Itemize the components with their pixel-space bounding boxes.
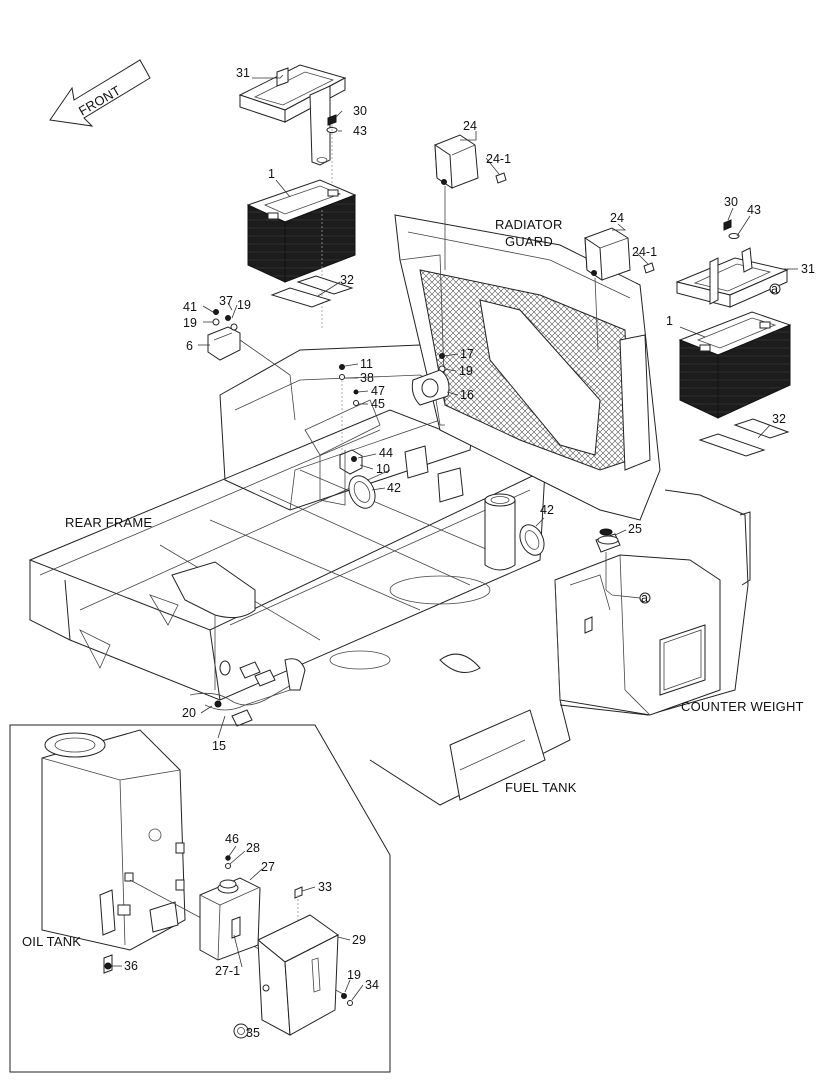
callout-30: 30 xyxy=(724,195,738,209)
label-guard: GUARD xyxy=(505,234,553,249)
region-labels: RADIATOR GUARD REAR FRAME COUNTER WEIGHT… xyxy=(22,217,804,949)
label-counter-weight: COUNTER WEIGHT xyxy=(681,699,804,714)
battery-left xyxy=(238,64,357,330)
callout-19: 19 xyxy=(347,968,361,982)
callout-35: 35 xyxy=(246,1026,260,1040)
callout-36: 36 xyxy=(124,959,138,973)
callout-16: 16 xyxy=(460,388,474,402)
front-arrow-icon: FRONT xyxy=(49,59,151,127)
mark-a-frame: a xyxy=(641,591,648,605)
callout-29: 29 xyxy=(352,933,366,947)
callout-17: 17 xyxy=(460,347,474,361)
callout-19: 19 xyxy=(183,316,197,330)
work-lamp-left xyxy=(434,134,507,270)
label-radiator: RADIATOR xyxy=(495,217,563,232)
callout-32: 32 xyxy=(772,412,786,426)
callout-31: 31 xyxy=(236,66,250,80)
callout-33: 33 xyxy=(318,880,332,894)
callout-11: 11 xyxy=(360,357,373,371)
callout-37: 37 xyxy=(219,294,233,308)
callout-24-1: 24-1 xyxy=(632,245,657,259)
harness-clamp xyxy=(304,364,381,506)
callout-43: 43 xyxy=(747,203,761,217)
rear-frame-body xyxy=(28,344,751,806)
callout-41: 41 xyxy=(183,300,197,314)
callout-45: 45 xyxy=(371,397,385,411)
callout-30: 30 xyxy=(353,104,367,118)
callout-38: 38 xyxy=(360,371,374,385)
callout-1: 1 xyxy=(268,167,275,181)
label-rear-frame: REAR FRAME xyxy=(65,515,152,530)
callout-1: 1 xyxy=(666,314,673,328)
callout-42: 42 xyxy=(540,503,554,517)
relay-bracket xyxy=(207,309,296,421)
radiator-guard xyxy=(394,214,661,521)
callout-43: 43 xyxy=(353,124,367,138)
callout-32: 32 xyxy=(340,273,354,287)
callout-15: 15 xyxy=(212,739,226,753)
callout-44: 44 xyxy=(379,446,393,460)
callout-42: 42 xyxy=(387,481,401,495)
relay-16 xyxy=(411,353,450,426)
oil-tank-inset xyxy=(9,724,391,1073)
callout-24: 24 xyxy=(463,119,477,133)
callout-24-1: 24-1 xyxy=(486,152,511,166)
callout-28: 28 xyxy=(246,841,260,855)
callout-19: 19 xyxy=(237,298,251,312)
callout-6: 6 xyxy=(186,339,193,353)
callout-31: 31 xyxy=(801,262,815,276)
label-oil-tank: OIL TANK xyxy=(22,934,81,949)
callout-10: 10 xyxy=(376,462,390,476)
callout-47: 47 xyxy=(371,384,385,398)
callout-20: 20 xyxy=(182,706,196,720)
grommet-left xyxy=(348,475,376,509)
callout-46: 46 xyxy=(225,832,239,846)
callout-24: 24 xyxy=(610,211,624,225)
part-callouts: 31 30 43 1 32 41 37 19 19 6 24 24-1 24 2… xyxy=(124,66,815,1040)
callout-27: 27 xyxy=(261,860,275,874)
label-fuel-tank: FUEL TANK xyxy=(505,780,577,795)
callout-25: 25 xyxy=(628,522,642,536)
mark-a-battery: a xyxy=(771,282,778,296)
callout-27-1: 27-1 xyxy=(215,964,240,978)
leader-lines xyxy=(112,74,798,1031)
callout-19: 19 xyxy=(459,364,473,378)
grommet-right xyxy=(519,524,545,556)
callout-34: 34 xyxy=(365,978,379,992)
work-lamp-right xyxy=(584,227,655,351)
wire-harness xyxy=(189,658,306,727)
battery-right: a xyxy=(675,219,792,457)
counter-weight xyxy=(554,554,721,716)
filler-cap-25: a xyxy=(595,528,651,605)
